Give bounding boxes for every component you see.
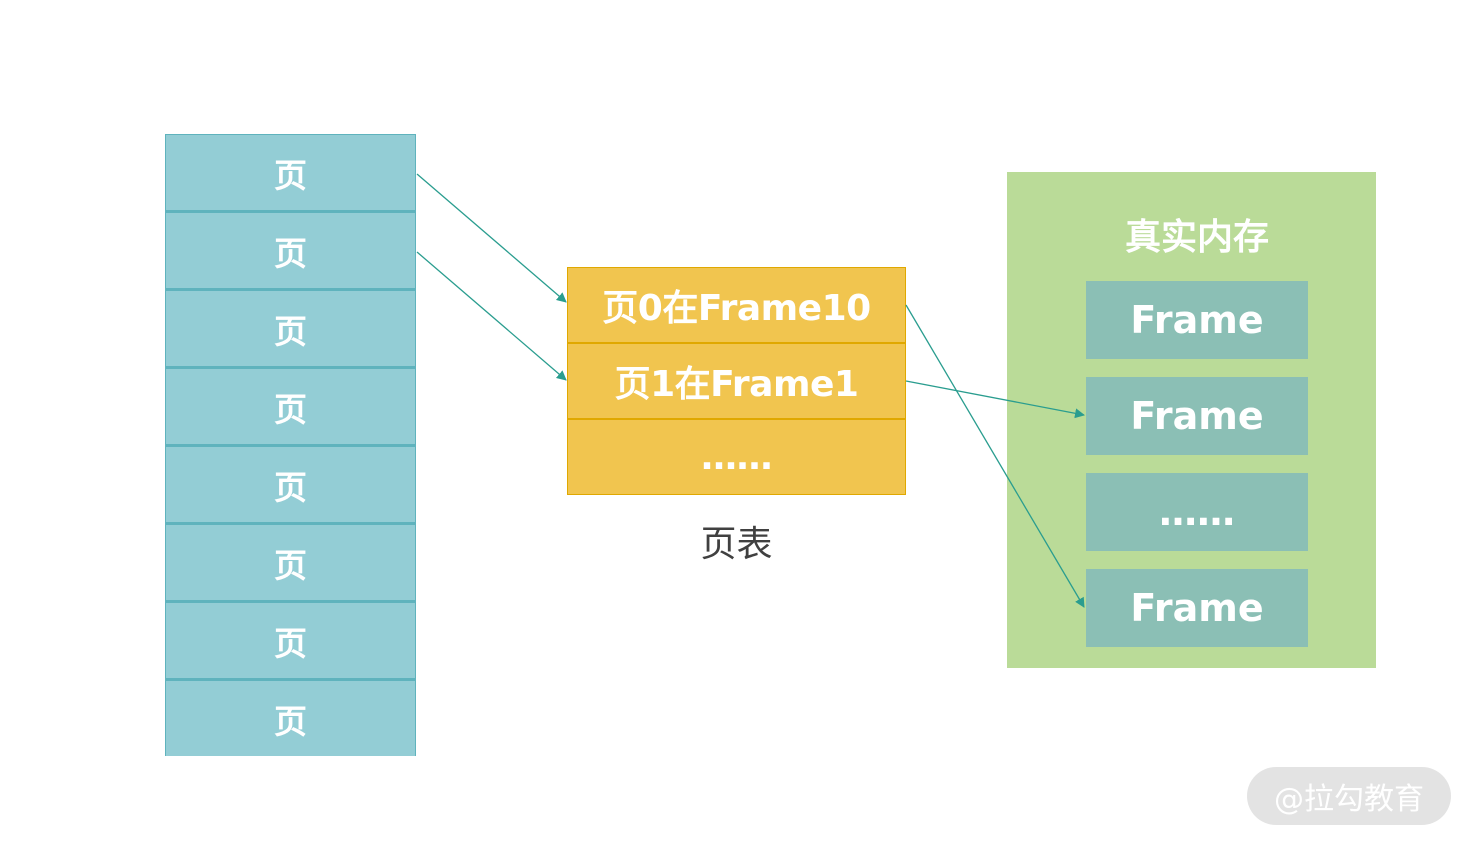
virtual-page-cell: 页 [166,213,415,288]
virtual-page-cell: 页 [166,369,415,444]
virtual-page-cell: 页 [166,525,415,600]
memory-frame-1: Frame [1086,281,1308,359]
page-table-caption: 页表 [700,524,773,565]
virtual-page-cell: 页 [166,291,415,366]
page-table-row-page0: 页0在Frame10 [568,268,905,342]
watermark-logo: @拉勾教育 [1247,767,1451,825]
virtual-page-cell: 页 [166,603,415,678]
virtual-page-cell: 页 [166,135,415,210]
page-table-row-ellipsis: …… [568,420,905,494]
virtual-pages-column: 页 页 页 页 页 页 页 页 [165,134,416,756]
real-memory-box: 真实内存 Frame Frame …… Frame [1007,172,1376,668]
page-table-row-page1: 页1在Frame1 [568,344,905,418]
memory-frame-4: Frame [1086,569,1308,647]
page-table: 页0在Frame10 页1在Frame1 …… [567,267,906,495]
arrow-page1-to-table [416,251,567,381]
arrow-page0-to-table [416,173,567,303]
virtual-page-cell: 页 [166,447,415,522]
memory-frame-2: Frame [1086,377,1308,455]
virtual-page-cell: 页 [166,681,415,756]
memory-frame-ellipsis: …… [1086,473,1308,551]
real-memory-title: 真实内存 [1124,217,1269,258]
